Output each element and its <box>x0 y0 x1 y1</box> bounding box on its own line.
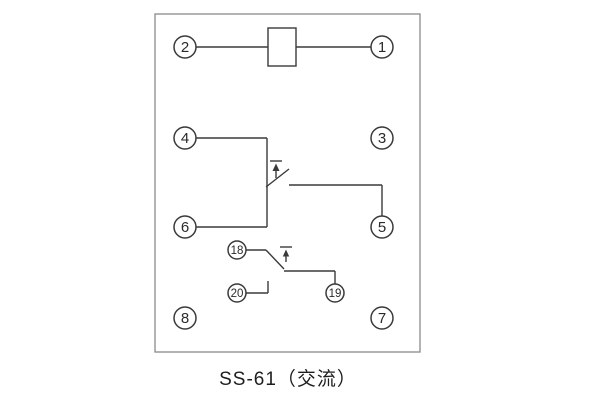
terminal-4-circle <box>173 126 197 150</box>
terminal-3-circle <box>370 126 394 150</box>
terminal-20-label: 20 <box>231 288 244 300</box>
terminal-3-label: 3 <box>378 130 386 147</box>
terminal-2: 2 <box>173 35 197 59</box>
terminal-7-label: 7 <box>378 310 386 327</box>
terminal-1-label: 1 <box>378 39 386 56</box>
contact-blade-main <box>265 168 290 188</box>
contact-arrowhead-aux <box>282 249 290 257</box>
terminal-4-label: 4 <box>181 130 189 147</box>
coil-symbol <box>267 27 297 67</box>
terminal-7: 7 <box>370 306 394 330</box>
relay-outline-box <box>154 13 421 353</box>
terminal-5: 5 <box>370 215 394 239</box>
contact-arrowhead-main <box>272 163 280 171</box>
terminal-18-label: 18 <box>231 245 244 257</box>
diagram-caption: SS-61（交流） <box>219 369 357 390</box>
terminal-1: 1 <box>370 35 394 59</box>
terminal-18-circle <box>227 240 247 260</box>
terminal-2-label: 2 <box>181 39 189 56</box>
terminal-8-circle <box>173 306 197 330</box>
terminal-6-label: 6 <box>181 219 189 236</box>
terminal-6-circle <box>173 215 197 239</box>
terminal-2-circle <box>173 35 197 59</box>
terminal-20-circle <box>227 283 247 303</box>
terminal-3: 3 <box>370 126 394 150</box>
terminal-19-circle <box>325 283 345 303</box>
terminal-8: 8 <box>173 306 197 330</box>
terminal-5-circle <box>370 215 394 239</box>
terminal-1-circle <box>370 35 394 59</box>
terminal-7-circle <box>370 306 394 330</box>
terminal-4: 4 <box>173 126 197 150</box>
contact-blade-aux <box>265 249 285 270</box>
terminal-19: 19 <box>325 283 345 303</box>
terminal-18: 18 <box>227 240 247 260</box>
terminal-20: 20 <box>227 283 247 303</box>
terminal-19-label: 19 <box>329 288 342 300</box>
terminal-6: 6 <box>173 215 197 239</box>
terminal-8-label: 8 <box>181 310 189 327</box>
terminal-5-label: 5 <box>378 219 386 236</box>
